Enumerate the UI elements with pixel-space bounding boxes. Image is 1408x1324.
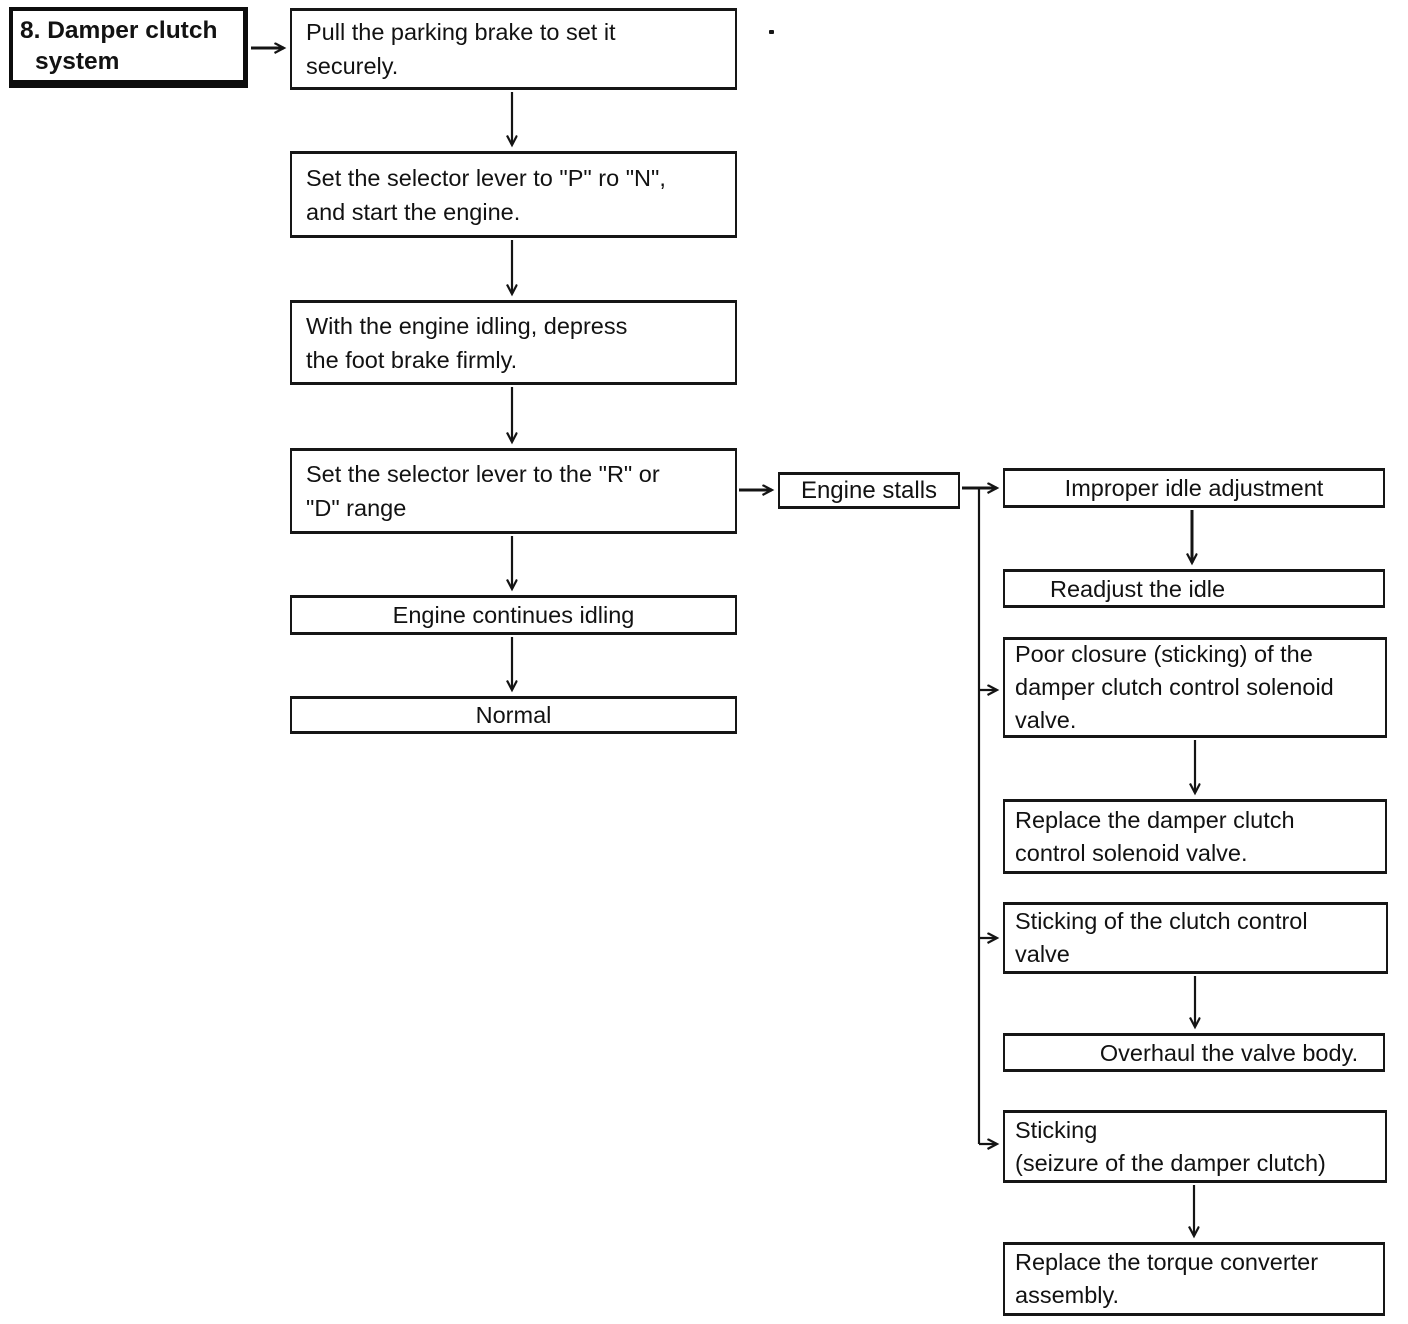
node-cause-poor-closure: Poor closure (sticking) of the damper cl… bbox=[1003, 637, 1387, 738]
node-remedy-readjust-idle-text: Readjust the idle bbox=[1050, 575, 1226, 602]
node-result-engine-continues: Engine continues idling bbox=[290, 595, 737, 635]
node-step-selector-pn-text: and start the engine. bbox=[306, 198, 521, 225]
flowchart-title-line2: system bbox=[35, 47, 120, 75]
node-result-normal-text: Normal bbox=[475, 702, 552, 728]
node-remedy-replace-solenoid: Replace the damper clutch control soleno… bbox=[1003, 799, 1387, 874]
node-cause-poor-closure-text: valve. bbox=[1015, 707, 1077, 733]
flowchart-title: 8. Damper clutch system bbox=[9, 7, 248, 88]
node-cause-poor-closure-text: damper clutch control solenoid bbox=[1015, 674, 1334, 700]
node-step-engine-idling: With the engine idling, depress the foot… bbox=[290, 300, 737, 385]
node-step-engine-idling-text: the foot brake firmly. bbox=[306, 346, 518, 373]
node-step-selector-rd-text: Set the selector lever to the "R" or bbox=[306, 461, 660, 487]
node-cause-sticking-control-valve-text: valve bbox=[1015, 941, 1070, 967]
node-step-selector-rd: Set the selector lever to the "R" or "D"… bbox=[290, 448, 737, 534]
node-cause-sticking-seizure-text: Sticking bbox=[1015, 1116, 1098, 1143]
scan-speck bbox=[769, 30, 774, 34]
node-result-engine-continues-text: Engine continues idling bbox=[392, 602, 635, 628]
node-symptom-engine-stalls: Engine stalls bbox=[778, 472, 960, 509]
node-result-normal: Normal bbox=[290, 696, 737, 734]
node-remedy-replace-torque-converter: Replace the torque converter assembly. bbox=[1003, 1242, 1385, 1316]
node-cause-improper-idle: Improper idle adjustment bbox=[1003, 468, 1385, 508]
node-remedy-replace-solenoid-text: control solenoid valve. bbox=[1015, 839, 1248, 866]
node-step-engine-idling-text: With the engine idling, depress bbox=[306, 312, 628, 339]
node-cause-sticking-seizure-text: (seizure of the damper clutch) bbox=[1015, 1149, 1326, 1176]
node-step-selector-pn-text: Set the selector lever to "P" ro "N", bbox=[306, 164, 666, 191]
node-cause-poor-closure-text: Poor closure (sticking) of the bbox=[1015, 641, 1313, 667]
node-step-parking-brake: Pull the parking brake to set it securel… bbox=[290, 8, 737, 90]
node-step-parking-brake-text: Pull the parking brake to set it bbox=[306, 19, 616, 45]
node-remedy-replace-torque-converter-text: Replace the torque converter bbox=[1015, 1249, 1319, 1275]
node-step-selector-rd-text: "D" range bbox=[306, 495, 407, 521]
flowchart-title-line1: 8. Damper clutch bbox=[20, 16, 218, 44]
node-remedy-replace-torque-converter-text: assembly. bbox=[1015, 1282, 1120, 1308]
node-step-selector-pn: Set the selector lever to "P" ro "N", an… bbox=[290, 151, 737, 238]
node-remedy-readjust-idle: Readjust the idle bbox=[1003, 569, 1385, 608]
node-cause-improper-idle-text: Improper idle adjustment bbox=[1064, 475, 1324, 501]
node-cause-sticking-control-valve-text: Sticking of the clutch control bbox=[1015, 908, 1308, 934]
node-remedy-replace-solenoid-text: Replace the damper clutch bbox=[1015, 806, 1295, 833]
node-remedy-overhaul-valve-body: Overhaul the valve body. bbox=[1003, 1033, 1385, 1072]
node-symptom-engine-stalls-text: Engine stalls bbox=[800, 476, 938, 504]
node-cause-sticking-seizure: Sticking (seizure of the damper clutch) bbox=[1003, 1110, 1387, 1183]
node-step-parking-brake-text: securely. bbox=[306, 53, 399, 79]
node-cause-sticking-control-valve: Sticking of the clutch control valve bbox=[1003, 902, 1388, 974]
node-remedy-overhaul-valve-body-text: Overhaul the valve body. bbox=[1099, 1039, 1359, 1066]
